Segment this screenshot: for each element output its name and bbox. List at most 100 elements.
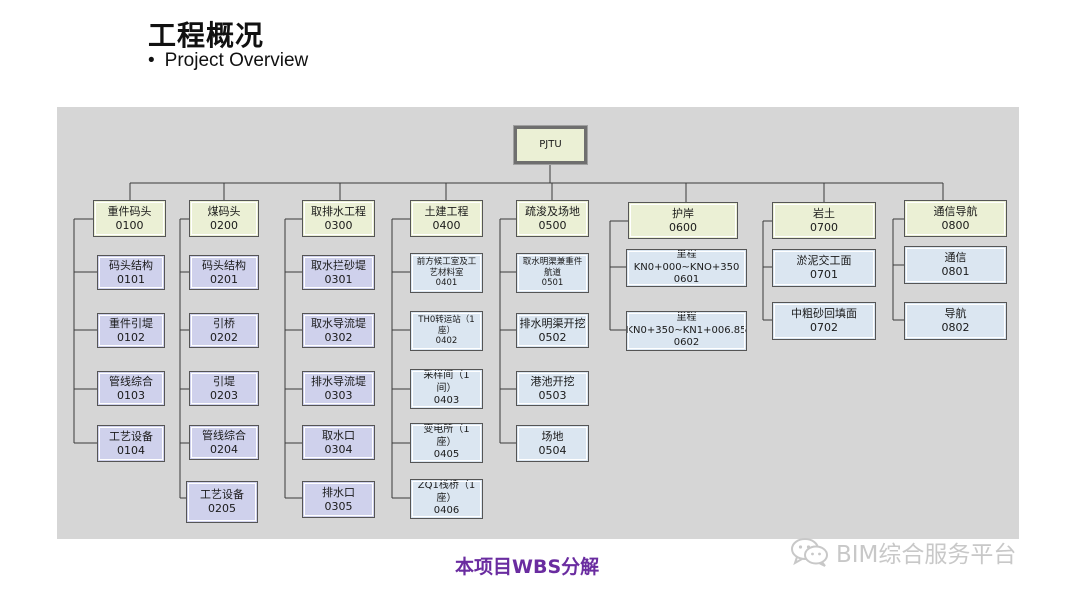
node-code: 0100 [115, 218, 144, 232]
wbs-group-node: 岩土 0700 [772, 202, 876, 239]
wbs-child-node: TH0转运站（1座） 0402 [410, 311, 483, 351]
wbs-child-node: 港池开挖 0503 [516, 371, 589, 406]
node-code: 0401 [435, 278, 458, 289]
node-code: 0104 [117, 443, 145, 457]
watermark-text: BIM综合服务平台 [836, 542, 1017, 568]
wbs-child-node: 引桥 0202 [189, 313, 259, 348]
wbs-child-node: 排水导流堤 0303 [302, 371, 375, 406]
node-name: 取排水工程 [311, 204, 366, 218]
wbs-child-node: 引堤 0203 [189, 371, 259, 406]
node-code: 0405 [433, 449, 460, 461]
node-name: 采样间（1间） [423, 370, 470, 394]
wbs-child-node: 导航 0802 [904, 302, 1007, 340]
node-code: 0300 [324, 218, 353, 232]
wbs-child-node: 码头结构 0201 [189, 255, 259, 290]
wbs-group-node: 通信导航 0800 [904, 200, 1007, 237]
node-name: 护岸 [672, 206, 694, 220]
node-code: 0802 [941, 321, 970, 334]
node-name: 重件码头 [107, 204, 152, 218]
wbs-group-node: 煤码头 0200 [189, 200, 259, 237]
node-code: 0301 [324, 272, 353, 286]
node-name: 里程 KN0+350~KN1+006.85 [626, 312, 747, 336]
node-name: 里程KN0+000~KNO+350 [633, 249, 740, 273]
wbs-group-node: 重件码头 0100 [93, 200, 166, 237]
page-title: 工程概况 [148, 19, 265, 52]
node-code: 0202 [210, 330, 238, 344]
wbs-child-node: 淤泥交工面 0701 [772, 249, 876, 287]
node-code: 0103 [117, 388, 145, 402]
node-name: 疏浚及场地 [525, 204, 580, 218]
node-name: 淤泥交工面 [796, 254, 852, 268]
bullet: • [148, 50, 155, 71]
wbs-root-label: PJTU [539, 138, 562, 150]
wbs-child-node: 排水明渠开挖 0502 [516, 313, 589, 348]
wbs-child-node: 场地 0504 [516, 425, 589, 462]
node-name: 变电所（1座） [423, 424, 470, 448]
node-code: 0204 [210, 442, 238, 456]
node-code: 0303 [324, 388, 353, 402]
wbs-child-node: 工艺设备 0104 [97, 425, 165, 462]
node-code: 0406 [433, 505, 460, 517]
node-name: 引桥 [213, 316, 235, 330]
wbs-child-node: ZQ1栈桥（1座） 0406 [410, 479, 483, 519]
node-name: 中粗砂回填面 [791, 307, 857, 321]
node-name: 土建工程 [424, 204, 469, 218]
wbs-child-node: 取水口 0304 [302, 425, 375, 460]
node-code: 0402 [435, 336, 458, 347]
watermark: BIM综合服务平台 [790, 535, 1016, 569]
wbs-child-node: 取水拦砂堤 0301 [302, 255, 375, 290]
node-code: 0205 [208, 502, 236, 515]
node-name: 取水口 [322, 428, 355, 442]
node-code: 0601 [673, 274, 700, 286]
wbs-group-node: 土建工程 0400 [410, 200, 483, 237]
node-name: 场地 [541, 429, 564, 443]
node-code: 0305 [324, 499, 353, 513]
wbs-child-node: 变电所（1座） 0405 [410, 423, 483, 463]
node-code: 0102 [117, 330, 145, 344]
node-code: 0200 [210, 218, 238, 232]
node-name: 管线综合 [109, 374, 153, 388]
node-name: 取水拦砂堤 [311, 258, 366, 272]
wbs-child-node: 采样间（1间） 0403 [410, 369, 483, 409]
node-code: 0101 [117, 272, 145, 286]
wbs-child-node: 通信 0801 [904, 246, 1007, 284]
figure-caption: 本项目WBS分解 [455, 556, 600, 578]
wbs-child-node: 码头结构 0101 [97, 255, 165, 290]
node-name: 引堤 [213, 374, 235, 388]
node-name: 工艺设备 [200, 488, 244, 502]
node-code: 0503 [538, 388, 567, 402]
subtitle-text: Project Overview [164, 50, 309, 71]
node-name: 管线综合 [202, 428, 246, 442]
node-code: 0600 [669, 220, 697, 234]
node-name: 前方候工室及工艺材料室 [416, 257, 477, 278]
node-name: 通信导航 [933, 204, 978, 218]
node-code: 0800 [941, 218, 970, 232]
wbs-child-node: 取水导流堤 0302 [302, 313, 375, 348]
node-name: 码头结构 [202, 258, 246, 272]
node-name: 通信 [944, 251, 967, 265]
wbs-group-node: 疏浚及场地 0500 [516, 200, 589, 237]
node-code: 0403 [433, 395, 460, 407]
node-name: 煤码头 [207, 204, 241, 218]
wbs-child-node: 重件引堤 0102 [97, 313, 165, 348]
node-name: 排水明渠开挖 [519, 316, 586, 330]
node-code: 0203 [210, 388, 238, 402]
node-code: 0700 [810, 220, 838, 234]
node-name: 排水导流堤 [311, 374, 366, 388]
wbs-group-node: 护岸 0600 [628, 202, 738, 239]
node-code: 0501 [541, 278, 564, 289]
wechat-icon [791, 538, 828, 567]
wbs-child-node: 管线综合 0204 [189, 425, 259, 460]
node-code: 0502 [538, 330, 567, 344]
wbs-group-node: 取排水工程 0300 [302, 200, 375, 237]
node-code: 0201 [210, 272, 238, 286]
node-code: 0302 [324, 330, 353, 344]
node-code: 0701 [810, 268, 838, 281]
node-name: 岩土 [813, 206, 835, 220]
node-code: 0504 [538, 443, 567, 457]
node-code: 0304 [324, 442, 353, 456]
node-name: 取水导流堤 [311, 316, 366, 330]
node-code: 0702 [810, 321, 838, 334]
wbs-root-node: PJTU [513, 125, 588, 165]
